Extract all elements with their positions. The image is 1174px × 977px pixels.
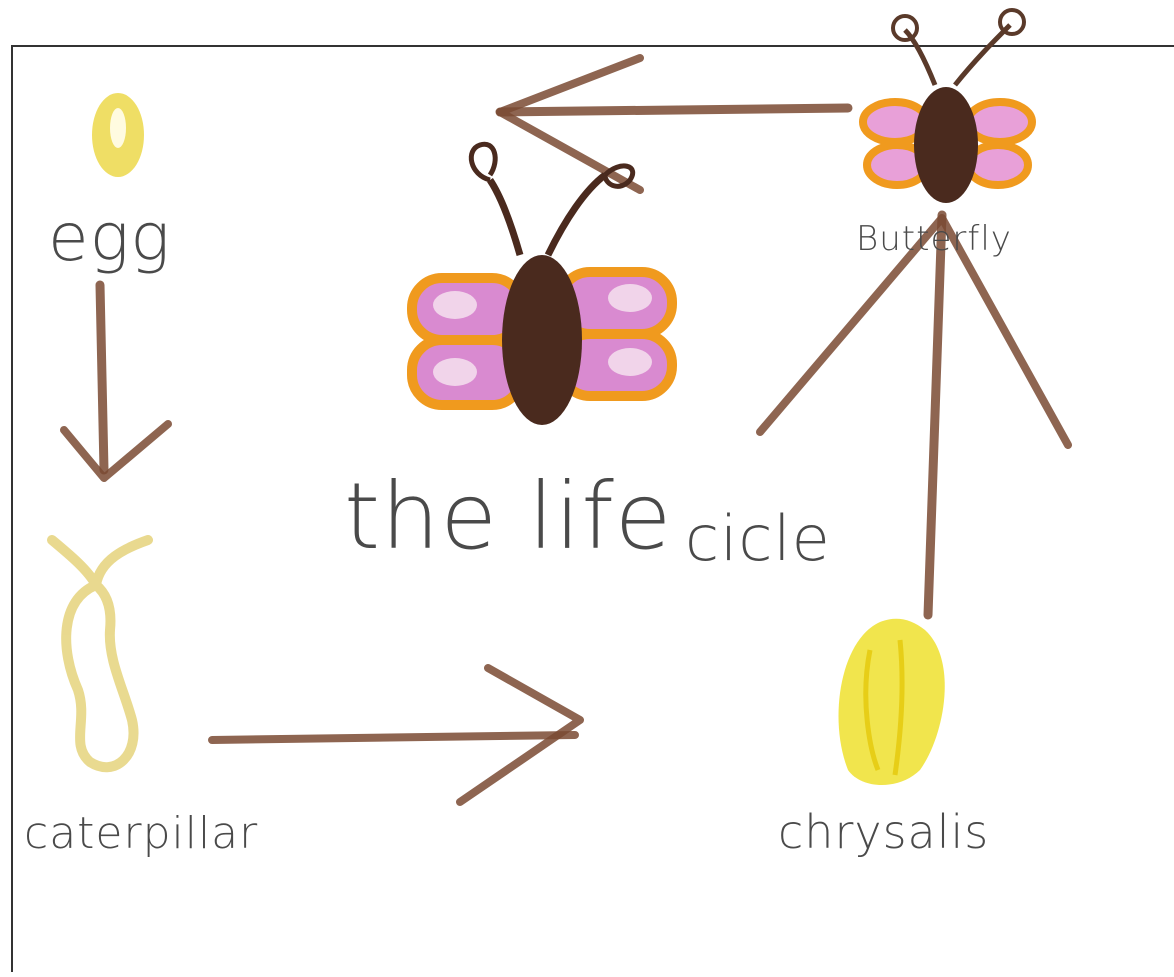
caterpillar-label: caterpillar bbox=[24, 808, 258, 859]
egg-label: egg bbox=[48, 199, 171, 276]
egg-icon bbox=[92, 93, 144, 177]
chrysalis-label: chrysalis bbox=[778, 805, 989, 859]
small-butterfly-icon bbox=[863, 10, 1032, 203]
title-line-1: the life bbox=[344, 463, 672, 570]
butterfly-label: Butterfly bbox=[856, 219, 1012, 259]
title-line-2: cicle bbox=[685, 502, 831, 575]
